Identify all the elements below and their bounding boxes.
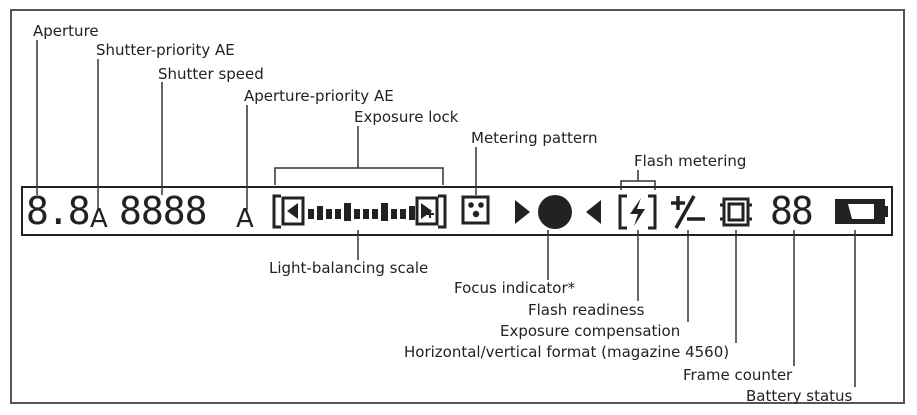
scale-bracket-right [438,194,447,229]
label-metering-pattern: Metering pattern [471,129,598,147]
diagram-frame [10,9,905,404]
scale-bar [317,206,323,220]
label-aperture: Aperture [33,22,99,40]
light-balancing-scale [272,194,447,229]
leader-exposure-lock-bracket [274,167,444,185]
lightning-icon [630,198,645,226]
aperture-priority-indicator: A [236,204,254,234]
scale-bar [391,209,397,219]
shutter-speed-readout: 8888 [119,189,208,233]
exposure-compensation-icon [671,195,705,229]
focus-indicator-icon [515,195,601,229]
label-aperture-priority: Aperture-priority AE [244,87,394,105]
scale-right-arrow-icon [421,203,432,219]
battery-icon [835,199,888,224]
label-exposure-lock: Exposure lock [354,108,459,126]
scale-bracket-left [272,194,281,229]
label-exposure-compensation: Exposure compensation [500,322,681,340]
label-light-balancing: Light-balancing scale [269,259,429,277]
scale-bar [344,203,351,221]
focus-left-arrow-icon [586,200,601,224]
scale-bar [326,209,332,219]
label-battery-status: Battery status [746,387,853,405]
scale-bar [335,209,341,219]
label-format: Horizontal/vertical format (magazine 456… [404,343,730,361]
scale-plus-box [415,196,439,226]
scale-left-arrow-icon [287,203,298,219]
leader-flash-metering-bracket [620,180,656,190]
scale-bar [354,209,360,219]
frame-counter-readout: 88 [770,189,814,233]
label-flash-metering: Flash metering [634,152,747,170]
metering-pattern-icon [461,195,490,225]
scale-bar [363,209,369,219]
focus-right-arrow-icon [515,200,530,224]
scale-bar [381,203,388,221]
label-frame-counter: Frame counter [683,366,793,384]
scale-bar [308,209,314,219]
format-icon [720,197,752,227]
flash-readiness-icon [618,194,657,230]
label-focus-indicator: Focus indicator* [454,279,576,297]
label-flash-readiness: Flash readiness [528,301,645,319]
scale-minus-box [281,196,305,226]
focus-dot-icon [538,195,572,229]
label-shutter-speed: Shutter speed [158,65,264,83]
scale-bar [372,209,378,219]
shutter-priority-indicator: A [90,204,108,234]
scale-bar [409,206,415,220]
aperture-readout: 8.8 [26,189,91,233]
scale-bar [400,209,406,219]
label-shutter-priority: Shutter-priority AE [96,41,235,59]
